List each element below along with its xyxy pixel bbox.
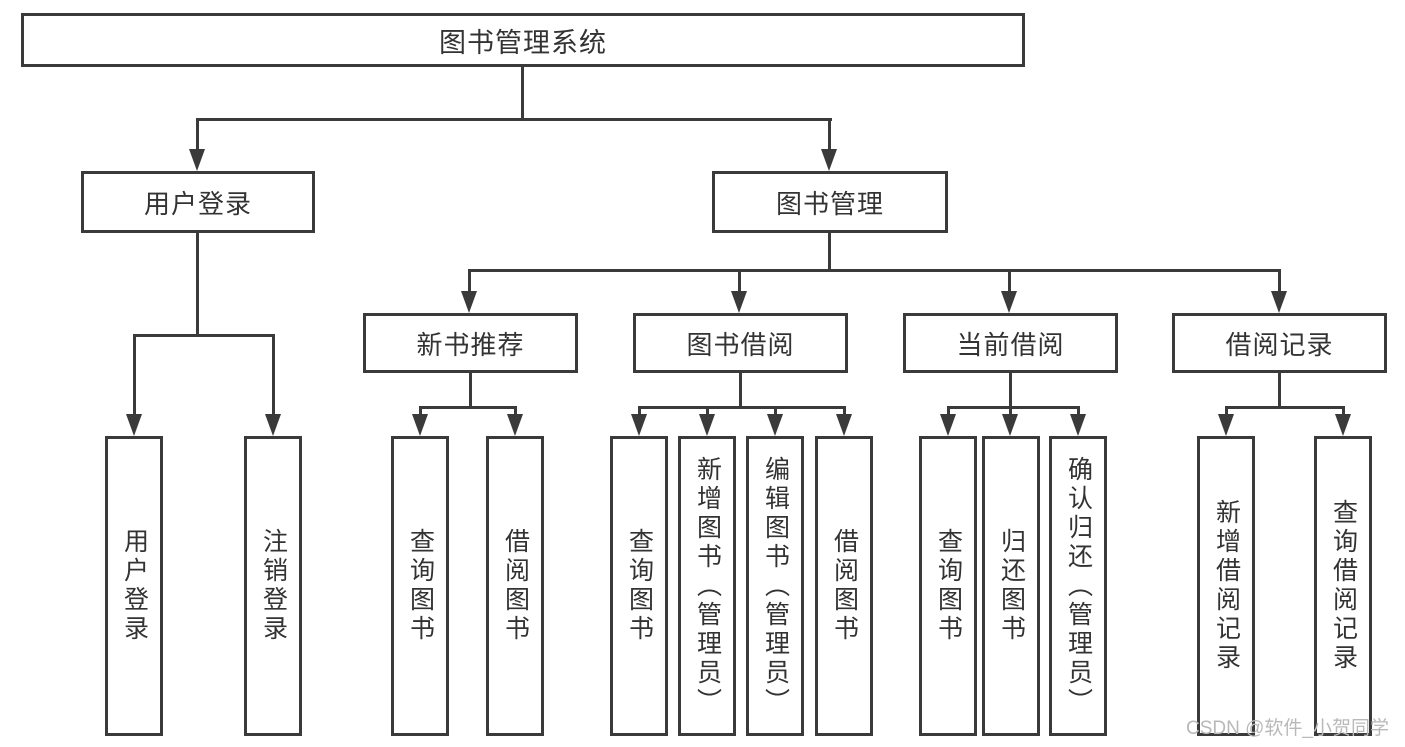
leaf-edit-book-admin: 编辑图书（管理员） [746,436,804,736]
leaf-label: 注销登录 [259,528,288,644]
connector [739,373,742,409]
connector [1077,406,1080,417]
node-book-management: 图书管理 [712,171,948,233]
node-borrow-records: 借阅记录 [1172,313,1387,373]
connector [1225,406,1345,409]
leaf-label: 借阅图书 [830,528,859,644]
arrowhead-down-icon [767,414,783,436]
arrowhead-down-icon [1218,414,1234,436]
arrowhead-down-icon [126,414,142,436]
connector [706,406,709,417]
leaf-confirm-return-admin: 确认归还（管理员） [1049,436,1107,736]
leaf-label: 新增借阅记录 [1212,499,1241,673]
arrowhead-down-icon [189,149,205,171]
connector [947,406,1080,409]
csdn-watermark: CSDN @软件_小贺同学 [1186,718,1389,739]
arrowhead-down-icon [1335,414,1351,436]
arrowhead-down-icon [699,414,715,436]
arrowhead-down-icon [412,414,428,436]
leaf-return-books: 归还图书 [982,436,1040,736]
leaf-borrow-books-recommend: 借阅图书 [486,436,544,736]
connector [947,406,950,417]
leaf-label: 查询借阅记录 [1329,499,1358,673]
connector [521,67,524,121]
connector [469,373,472,409]
arrowhead-down-icon [1002,414,1018,436]
leaf-add-book-admin: 新增图书（管理员） [678,436,736,736]
arrowhead-down-icon [1001,291,1017,313]
connector [133,334,275,337]
connector [1009,406,1012,417]
arrowhead-down-icon [507,414,523,436]
connector [843,406,846,417]
arrowhead-down-icon [940,414,956,436]
connector [468,269,471,295]
leaf-query-books-recommend: 查询图书 [391,436,449,736]
connector [1009,373,1012,409]
connector [419,406,422,417]
arrowhead-down-icon [265,414,281,436]
node-new-book-recommend: 新书推荐 [363,313,578,373]
connector [1278,269,1281,295]
connector [638,406,641,417]
arrowhead-down-icon [836,414,852,436]
connector [272,334,275,416]
leaf-logout: 注销登录 [244,436,302,736]
arrowhead-down-icon [631,414,647,436]
leaf-label: 借阅图书 [501,528,530,644]
arrowhead-down-icon [1271,291,1287,313]
leaf-label: 查询图书 [934,528,963,644]
node-user-login: 用户登录 [81,171,315,233]
connector [828,118,831,152]
connector [196,233,199,336]
leaf-user-login: 用户登录 [105,436,163,736]
connector [1225,406,1228,417]
arrowhead-down-icon [1070,414,1086,436]
connector [738,269,741,295]
leaf-label: 编辑图书（管理员） [761,455,790,717]
node-book-borrow: 图书借阅 [633,313,848,373]
connector [1278,373,1281,409]
leaf-borrow-books: 借阅图书 [815,436,873,736]
connector [468,269,1281,272]
leaf-query-borrow-record: 查询借阅记录 [1314,436,1372,736]
leaf-query-books-current: 查询图书 [919,436,977,736]
connector [1342,406,1345,417]
arrowhead-down-icon [731,291,747,313]
leaf-label: 用户登录 [120,528,149,644]
leaf-label: 查询图书 [406,528,435,644]
connector [196,118,832,121]
connector [419,406,517,409]
connector [774,406,777,417]
leaf-label: 归还图书 [997,528,1026,644]
arrowhead-down-icon [461,291,477,313]
connector [514,406,517,417]
node-current-borrow: 当前借阅 [903,313,1118,373]
connector [638,406,846,409]
leaf-label: 新增图书（管理员） [693,455,722,717]
connector [133,334,136,416]
leaf-label: 确认归还（管理员） [1064,455,1093,717]
node-library-system: 图书管理系统 [21,13,1025,67]
connector [196,118,199,152]
leaf-add-borrow-record: 新增借阅记录 [1197,436,1255,736]
connector [1008,269,1011,295]
arrowhead-down-icon [821,149,837,171]
leaf-query-books-borrow: 查询图书 [610,436,668,736]
connector [828,233,831,272]
leaf-label: 查询图书 [625,528,654,644]
